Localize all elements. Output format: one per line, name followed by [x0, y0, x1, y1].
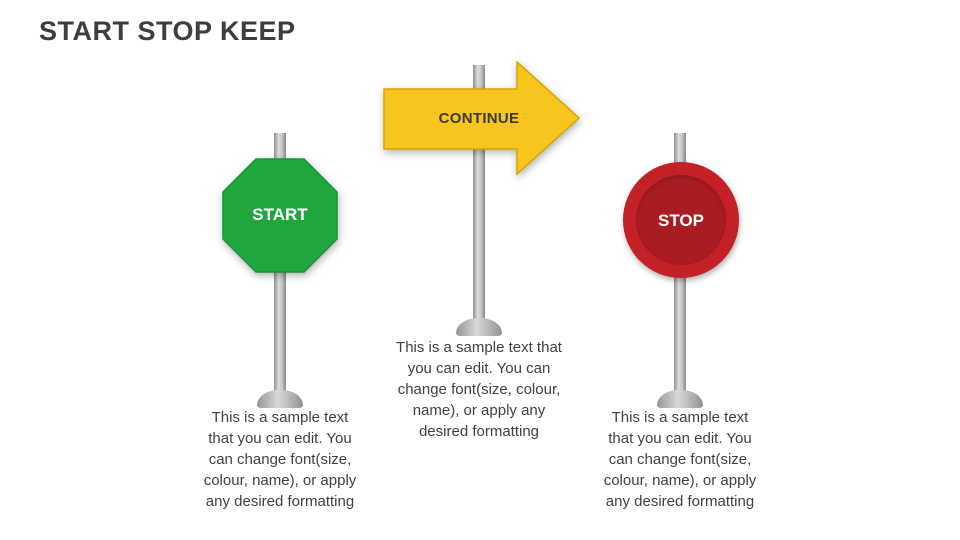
sign-label-stop: STOP: [658, 211, 704, 230]
sample-text-continue: This is a sample text that you can edit.…: [396, 339, 562, 440]
sign-pole-base-continue: [456, 318, 502, 336]
octagon-sign-icon: [222, 158, 338, 273]
right-arrow-shape: [383, 60, 581, 176]
octagon-shape: [222, 158, 338, 273]
sample-text-start: This is a sample text that you can edit.…: [203, 409, 357, 510]
arrow-sign-icon: [383, 60, 581, 176]
sign-label-continue: CONTINUE: [438, 110, 520, 127]
sample-text-stop: This is a sample text that you can edit.…: [603, 409, 757, 510]
sign-label-start: START: [252, 205, 308, 224]
sign-pole-base-start: [257, 390, 303, 408]
sign-pole-base-stop: [657, 390, 703, 408]
stop-sign-inner-circle-icon: [636, 175, 726, 265]
page-title: START STOP KEEP: [39, 16, 296, 46]
